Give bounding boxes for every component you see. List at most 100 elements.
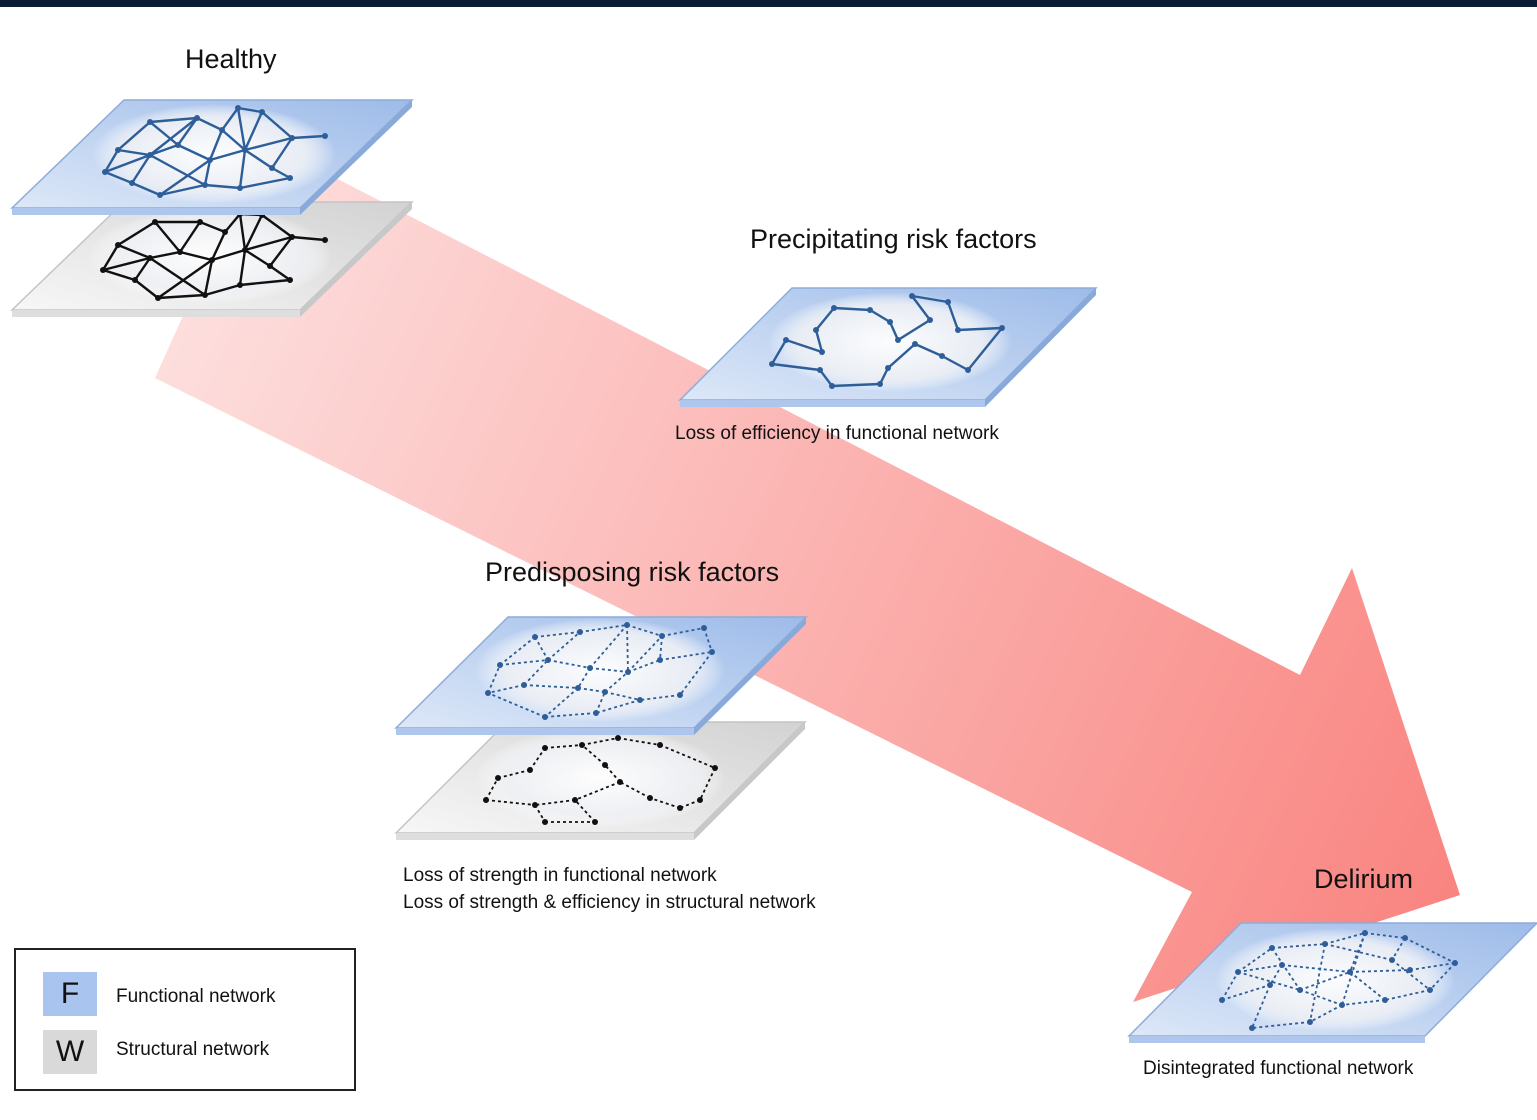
- network-node: [813, 327, 819, 333]
- network-edge: [243, 214, 264, 251]
- network-node: [575, 685, 581, 691]
- network-edge: [154, 221, 181, 253]
- network-edge: [239, 278, 291, 287]
- network-edge: [159, 159, 211, 196]
- network-edge: [604, 764, 621, 783]
- network-edge: [595, 691, 606, 714]
- network-edge: [1221, 984, 1271, 1001]
- progression-arrow: [155, 140, 1460, 1002]
- network-node: [542, 745, 548, 751]
- network-edge: [159, 183, 206, 197]
- network-edge: [534, 799, 576, 806]
- predisposing-caption-structural: Loss of strength & efficiency in structu…: [403, 892, 816, 913]
- network-edge: [177, 117, 198, 146]
- network-node: [1362, 930, 1368, 936]
- network-node: [542, 819, 548, 825]
- network-edge: [208, 129, 224, 161]
- network-edge: [269, 265, 291, 281]
- network-edge: [639, 694, 681, 701]
- network-edge: [869, 308, 891, 324]
- network-node: [659, 633, 665, 639]
- network-node: [542, 714, 548, 720]
- network-edge: [244, 248, 271, 268]
- network-edge: [1251, 984, 1271, 1029]
- network-node: [647, 795, 653, 801]
- network-edge: [203, 259, 214, 296]
- network-node: [194, 115, 200, 121]
- network-edge: [117, 148, 151, 157]
- network-edge: [211, 248, 246, 262]
- network-node: [545, 657, 551, 663]
- network-edge: [595, 699, 641, 714]
- network-node: [287, 175, 293, 181]
- network-edge: [1271, 943, 1326, 949]
- legend: F Functional network W Structural networ…: [14, 948, 356, 1091]
- network-edge: [911, 294, 949, 304]
- network-edge: [1384, 989, 1431, 1001]
- network-edge: [157, 259, 213, 299]
- network-edge: [271, 137, 293, 169]
- network-edge: [103, 149, 120, 173]
- network-node: [177, 249, 183, 255]
- network-edge: [1341, 932, 1366, 1006]
- network-edge: [499, 659, 549, 666]
- network-node: [129, 180, 135, 186]
- network-edge: [831, 382, 881, 388]
- network-node: [532, 802, 538, 808]
- network-edge: [659, 651, 713, 661]
- network-edge: [134, 257, 151, 281]
- network-edge: [967, 327, 1003, 371]
- network-edge: [1271, 947, 1301, 991]
- plane-predisposing-structural: [394, 721, 807, 840]
- network-node: [1297, 987, 1303, 993]
- network-edge: [627, 635, 663, 673]
- network-node: [927, 317, 933, 323]
- network-edge: [1391, 959, 1431, 991]
- network-node: [235, 105, 241, 111]
- network-edge: [957, 326, 1003, 332]
- network-edge: [149, 153, 206, 187]
- network-node: [1267, 982, 1273, 988]
- network-edge: [581, 744, 606, 766]
- network-edge: [1324, 932, 1366, 945]
- plane-delirium-functional: [1127, 922, 1537, 1043]
- network-edge: [117, 243, 151, 260]
- network-edge: [104, 170, 133, 185]
- network-edge: [130, 154, 152, 184]
- network-node: [483, 797, 489, 803]
- network-edge: [204, 283, 241, 297]
- network-edge: [221, 107, 239, 131]
- network-edge: [1269, 964, 1283, 986]
- network-node: [1347, 969, 1353, 975]
- network-edge: [1341, 999, 1386, 1006]
- network-node: [587, 665, 593, 671]
- network-edge: [626, 624, 663, 637]
- network-node: [592, 819, 598, 825]
- network-node: [1279, 962, 1285, 968]
- network-edge: [617, 737, 661, 746]
- network-edge: [236, 107, 247, 151]
- network-edge: [102, 256, 151, 272]
- network-node: [624, 622, 630, 628]
- network-node: [887, 319, 893, 325]
- network-node: [701, 625, 707, 631]
- network-edge: [833, 306, 871, 312]
- top-band: [0, 0, 1537, 7]
- network-edge: [815, 307, 835, 331]
- network-edge: [1237, 947, 1273, 973]
- network-node: [712, 765, 718, 771]
- network-node: [132, 277, 138, 283]
- network-node: [289, 135, 295, 141]
- network-node: [909, 293, 915, 299]
- network-node: [1339, 1002, 1345, 1008]
- network-node: [147, 119, 153, 125]
- network-node: [939, 353, 945, 359]
- network-node: [657, 742, 663, 748]
- network-node: [287, 277, 293, 283]
- network-edge: [179, 250, 213, 262]
- predisposing-title: Predisposing risk factors: [485, 557, 780, 587]
- network-edge: [244, 136, 293, 152]
- network-node: [602, 762, 608, 768]
- network-edge: [914, 342, 943, 358]
